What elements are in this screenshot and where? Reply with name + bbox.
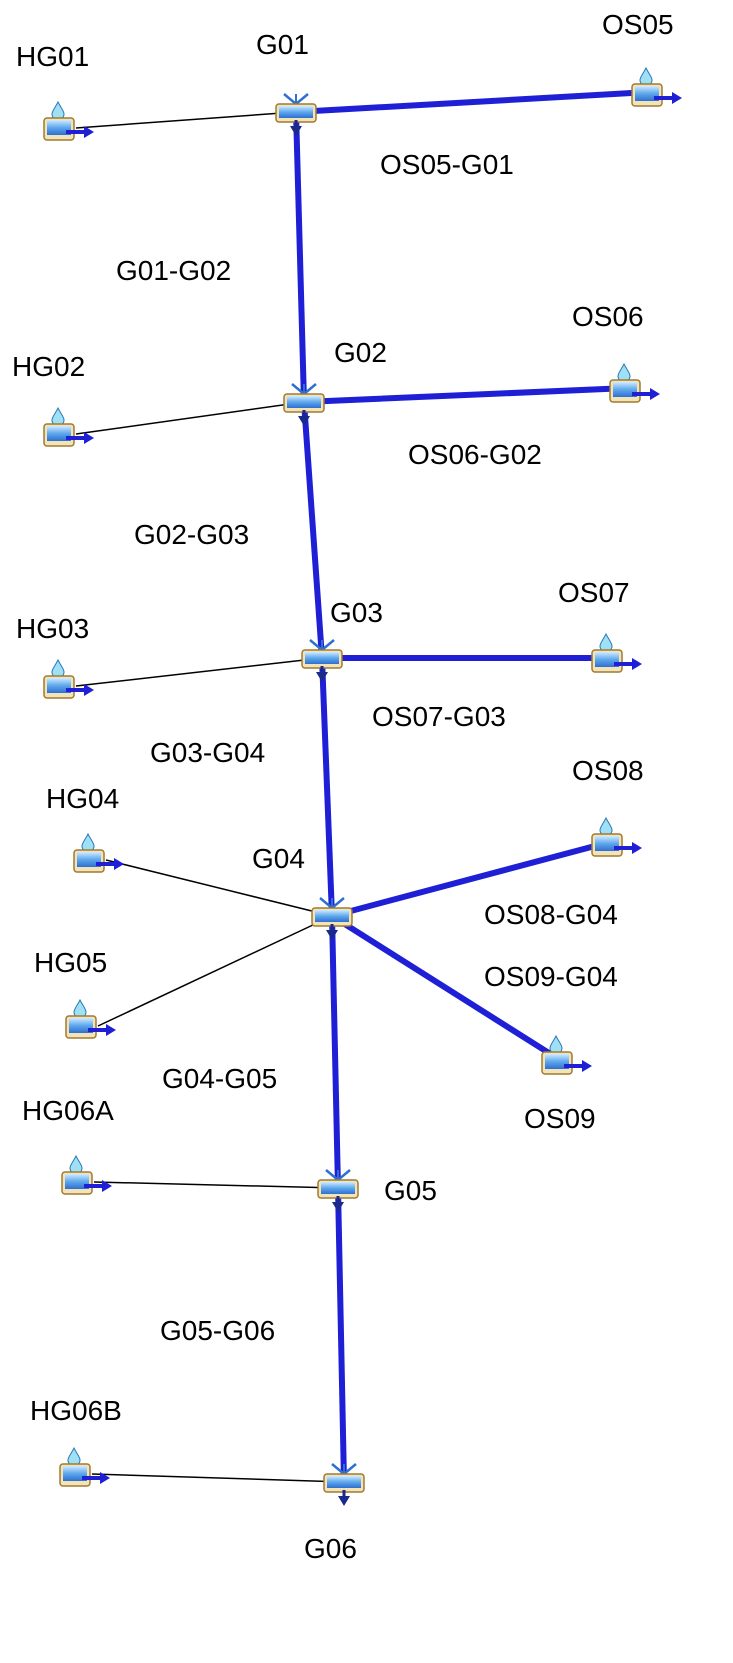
subbasin-icon — [59, 1446, 91, 1487]
subbasin-hg02[interactable] — [43, 406, 94, 447]
junction-icon — [317, 1169, 359, 1212]
subbasin-icon — [609, 362, 641, 403]
arrow-right-icon — [564, 1060, 592, 1072]
reach-label-g05-g06: G05-G06 — [160, 1315, 275, 1346]
reach-label-g01-g02: G01-G02 — [116, 255, 231, 286]
subbasin-hg05[interactable] — [65, 998, 116, 1039]
junction-label-g03: G03 — [330, 597, 383, 628]
junction-g04[interactable] — [311, 897, 353, 940]
subbasin-icon — [61, 1154, 93, 1195]
reach-g03-g04[interactable] — [319, 655, 335, 919]
reach-g05-g06[interactable] — [335, 1185, 347, 1485]
connector-hg05-g04[interactable] — [97, 915, 333, 1027]
connector-hg02-g02[interactable] — [75, 401, 305, 435]
arrow-right-icon — [84, 1180, 112, 1192]
arrow-right-icon — [632, 388, 660, 400]
reach-g01-g02[interactable] — [293, 109, 307, 405]
arrow-right-icon — [66, 126, 94, 138]
subbasin-hg04[interactable] — [73, 832, 124, 873]
subbasin-icon — [631, 66, 663, 107]
reach-label-os05-g01: OS05-G01 — [380, 149, 514, 180]
subbasin-icon — [591, 632, 623, 673]
subbasin-label-os05: OS05 — [602, 9, 674, 40]
subbasin-hg03[interactable] — [43, 658, 94, 699]
arrow-right-icon — [66, 684, 94, 696]
subbasin-icon — [541, 1034, 573, 1075]
junction-label-g06: G06 — [304, 1533, 357, 1564]
junction-g06[interactable] — [323, 1463, 365, 1506]
subbasin-icon — [591, 816, 623, 857]
junction-g03[interactable] — [301, 639, 343, 682]
subbasin-os07[interactable] — [591, 632, 642, 673]
subbasin-hg06a[interactable] — [61, 1154, 112, 1195]
junction-icon — [301, 639, 343, 682]
reach-label-os09-g04: OS09-G04 — [484, 961, 618, 992]
junction-label-g01: G01 — [256, 29, 309, 60]
subbasin-icon — [43, 406, 75, 447]
reach-os08-g04[interactable] — [329, 839, 613, 919]
subbasin-label-os06: OS06 — [572, 301, 644, 332]
subbasin-label-hg02: HG02 — [12, 351, 85, 382]
connector-hg06b-g06[interactable] — [91, 1473, 345, 1483]
reach-label-os07-g03: OS07-G03 — [372, 701, 506, 732]
arrow-right-icon — [614, 658, 642, 670]
junction-label-g04: G04 — [252, 843, 305, 874]
subbasin-label-os07: OS07 — [558, 577, 630, 608]
subbasin-label-os08: OS08 — [572, 755, 644, 786]
junction-icon — [323, 1463, 365, 1506]
junction-icon — [311, 897, 353, 940]
reach-os09-g04[interactable] — [329, 913, 563, 1063]
arrow-right-icon — [614, 842, 642, 854]
subbasin-label-hg03: HG03 — [16, 613, 89, 644]
subbasin-icon — [73, 832, 105, 873]
connector-hg04-g04[interactable] — [105, 859, 333, 917]
subbasin-label-hg01: HG01 — [16, 41, 89, 72]
arrow-right-icon — [88, 1024, 116, 1036]
connector-hg03-g03[interactable] — [75, 657, 323, 687]
reach-label-g04-g05: G04-G05 — [162, 1063, 277, 1094]
subbasin-os09[interactable] — [541, 1034, 592, 1075]
subbasin-label-os09: OS09 — [524, 1103, 596, 1134]
reach-g02-g03[interactable] — [301, 399, 325, 661]
arrow-right-icon — [66, 432, 94, 444]
junction-g01[interactable] — [275, 93, 317, 136]
junction-label-g05: G05 — [384, 1175, 437, 1206]
reach-label-os06-g02: OS06-G02 — [408, 439, 542, 470]
junction-icon — [275, 93, 317, 136]
subbasin-hg06b[interactable] — [59, 1446, 110, 1487]
arrow-right-icon — [96, 858, 124, 870]
reach-g04-g05[interactable] — [329, 913, 341, 1191]
subbasin-os05[interactable] — [631, 66, 682, 107]
subbasin-icon — [65, 998, 97, 1039]
subbasin-label-hg04: HG04 — [46, 783, 119, 814]
subbasin-hg01[interactable] — [43, 100, 94, 141]
subbasin-icon — [43, 658, 75, 699]
reach-label-g02-g03: G02-G03 — [134, 519, 249, 550]
reach-label-os08-g04: OS08-G04 — [484, 899, 618, 930]
junction-g02[interactable] — [283, 383, 325, 426]
subbasin-icon — [43, 100, 75, 141]
junction-g05[interactable] — [317, 1169, 359, 1212]
arrow-right-icon — [654, 92, 682, 104]
subbasin-os08[interactable] — [591, 816, 642, 857]
junction-icon — [283, 383, 325, 426]
connector-hg01-g01[interactable] — [75, 111, 297, 129]
subbasin-label-hg06a: HG06A — [22, 1095, 114, 1126]
reach-os05-g01[interactable] — [293, 89, 653, 115]
reach-label-g03-g04: G03-G04 — [150, 737, 265, 768]
subbasin-os06[interactable] — [609, 362, 660, 403]
reach-os06-g02[interactable] — [301, 385, 631, 405]
subbasin-label-hg06b: HG06B — [30, 1395, 122, 1426]
subbasin-label-hg05: HG05 — [34, 947, 107, 978]
junction-label-g02: G02 — [334, 337, 387, 368]
arrow-right-icon — [82, 1472, 110, 1484]
connector-hg06a-g05[interactable] — [93, 1181, 339, 1189]
